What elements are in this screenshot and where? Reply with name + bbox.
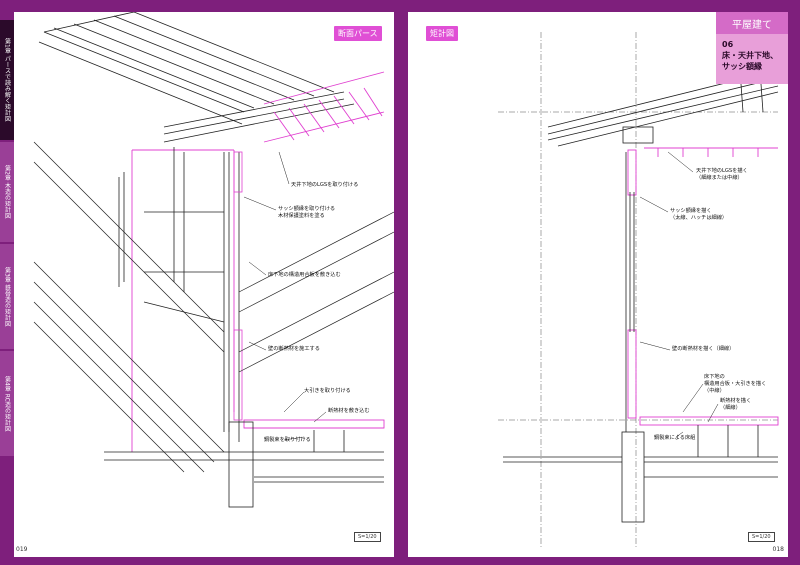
annotation-wood-coating: 木材保護塗料を塗る (278, 213, 325, 219)
annotation-plywood-sleeper: 構造用合板・大引きを描く (704, 381, 767, 387)
drawing-type-tag: 矩計図 (426, 26, 458, 41)
section-title-line1: 床・天井下地、 (722, 51, 778, 60)
scale-label: S=1/20 (748, 532, 775, 542)
drawing-type-tag: 断面パース (334, 26, 382, 41)
section-number: 06 (722, 40, 734, 49)
annotation-steel-post-floor: 鋼製束による床組 (654, 435, 696, 441)
side-tab-chapter-4[interactable]: 第4章 RC造の矩計図 (0, 351, 14, 456)
section-perspective-drawing (33, 12, 394, 508)
annotation-floor-insulation-note: （細線） (720, 405, 741, 411)
annotation-sleeper: 大引きを取り付ける (304, 388, 351, 394)
side-tab-label: 第2章 木造の矩計図 (3, 165, 11, 219)
side-tab-chapter-1[interactable]: 第1章 パースで読み解く矩計図 (0, 20, 14, 140)
side-tab-chapter-2[interactable]: 第2章 木造の矩計図 (0, 142, 14, 242)
chapter-side-tabs: 第1章 パースで読み解く矩計図 第2章 木造の矩計図 第3章 鉄骨造の矩計図 第… (0, 12, 14, 557)
annotation-wall-insulation: 壁の断熱材を施工する (268, 346, 320, 352)
annotation-floor-base: 床下地の (704, 374, 725, 380)
side-tab-chapter-3[interactable]: 第3章 鉄骨造の矩計図 (0, 244, 14, 349)
right-page: 矩計図 平屋建て 06 床・天井下地、 サッシ額縁 天井下地のLGSを描く （細… (408, 12, 788, 557)
annotation-ceiling-lgs: 天井下地のLGSを取り付ける (291, 182, 359, 188)
annotation-sash-frame: サッシ額縁を描く (670, 208, 712, 214)
side-tab-label: 第1章 パースで読み解く矩計図 (3, 38, 11, 122)
side-tab-label: 第4章 RC造の矩計図 (3, 375, 11, 432)
section-detail-drawing (498, 32, 779, 547)
annotation-wall-insulation: 壁の断熱材を描く（細線） (672, 346, 735, 352)
annotation-sash-frame: サッシ額縁を取り付ける (278, 206, 336, 212)
annotation-floor-insulation: 断熱材を描く (720, 398, 752, 404)
annotation-sash-frame-note: （太線、ハッチは細線） (670, 215, 728, 221)
annotation-steel-post: 鋼製束を取り付ける (264, 437, 311, 443)
page-number: 018 (772, 546, 784, 553)
side-tab-label: 第3章 鉄骨造の矩計図 (3, 266, 11, 327)
section-title: 床・天井下地、 サッシ額縁 (722, 50, 778, 72)
left-page: 断面パース 天井下地のLGSを取り付ける サッシ額縁を取り付ける 木材保護塗料を… (14, 12, 394, 557)
section-header: 平屋建て 06 床・天井下地、 サッシ額縁 (716, 12, 788, 84)
section-category: 平屋建て (716, 12, 788, 34)
scale-label: S=1/20 (354, 532, 381, 542)
section-title-line2: サッシ額縁 (722, 62, 762, 71)
annotation-floor-insulation: 断熱材を敷き込む (328, 408, 370, 414)
annotation-floor-plywood: 床下地の構造用合板を敷き込む (268, 272, 341, 278)
page-number: 019 (16, 546, 28, 553)
annotation-ceiling-lgs-note: （細線または中線） (696, 175, 743, 181)
annotation-ceiling-lgs: 天井下地のLGSを描く (696, 168, 748, 174)
annotation-plywood-sleeper-note: （中線） (704, 388, 725, 394)
